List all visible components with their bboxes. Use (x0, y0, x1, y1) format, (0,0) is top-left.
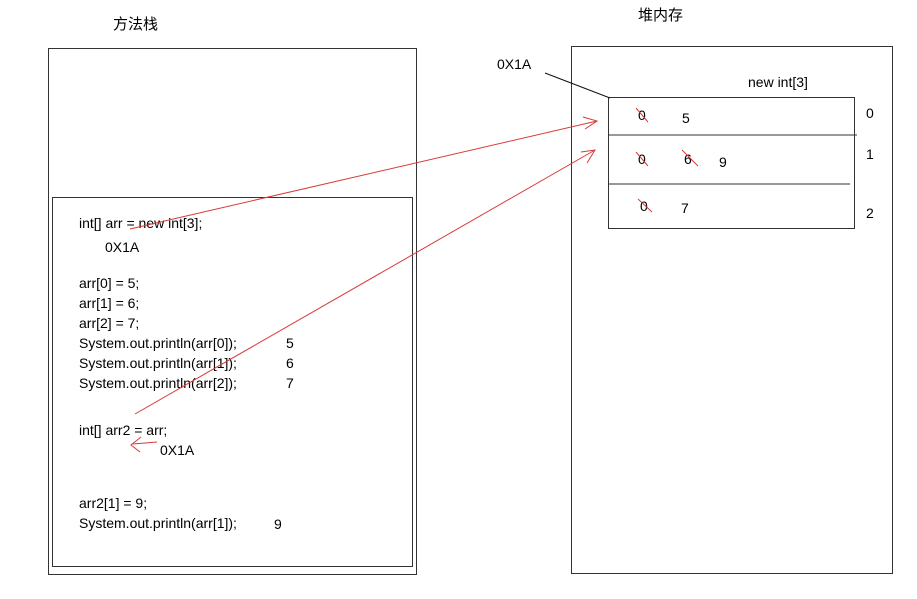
arr2-address: 0X1A (160, 442, 195, 458)
output-value: 5 (286, 335, 294, 351)
arrow-head (130, 436, 142, 453)
code-line-print-final: System.out.println(arr[1]); (79, 515, 237, 531)
output-value: 9 (274, 516, 282, 532)
code-line-assign-2: arr[2] = 7; (79, 315, 140, 331)
heap-title: 堆内存 (638, 7, 684, 24)
output-value: 6 (286, 355, 294, 371)
code-line-print-0: System.out.println(arr[0]); (79, 335, 237, 351)
cell-value: 5 (682, 110, 690, 126)
strike-mark (637, 198, 653, 213)
strike-mark (635, 107, 649, 123)
output-value: 7 (286, 375, 294, 391)
heap-address: 0X1A (497, 56, 532, 72)
stack-title: 方法栈 (113, 16, 159, 33)
arrow-head (580, 149, 596, 164)
strike-mark (681, 149, 699, 167)
stack-frame-box (52, 197, 413, 567)
cell-index: 2 (866, 205, 874, 221)
cell-index: 0 (866, 105, 874, 121)
arr-reference-arrow (129, 120, 598, 230)
arr2-pointer-mark (132, 441, 158, 445)
cell-old-value: 6 (684, 151, 692, 167)
arr-address: 0X1A (105, 239, 140, 255)
code-line-assign-0: arr[0] = 5; (79, 275, 140, 291)
cell-value: 9 (719, 154, 727, 170)
strike-mark (635, 151, 649, 167)
stack-outer-box (48, 48, 417, 575)
code-line-print-2: System.out.println(arr[2]); (79, 375, 237, 391)
cell-old-value: 0 (640, 198, 648, 214)
code-line-declare: int[] arr = new int[3]; (79, 215, 203, 231)
arrow-head (582, 116, 599, 130)
code-line-arr2-declare: int[] arr2 = arr; (79, 422, 168, 438)
heap-array-box (608, 97, 855, 229)
arr2-reference-arrow (134, 149, 596, 415)
address-pointer-line (544, 72, 611, 99)
cell-index: 1 (866, 146, 874, 162)
code-line-arr2-assign: arr2[1] = 9; (79, 495, 148, 511)
array-type-label: new int[3] (748, 74, 808, 90)
heap-outer-box (571, 46, 893, 574)
code-line-print-1: System.out.println(arr[1]); (79, 355, 237, 371)
code-line-assign-1: arr[1] = 6; (79, 295, 140, 311)
cell-value: 7 (681, 200, 689, 216)
